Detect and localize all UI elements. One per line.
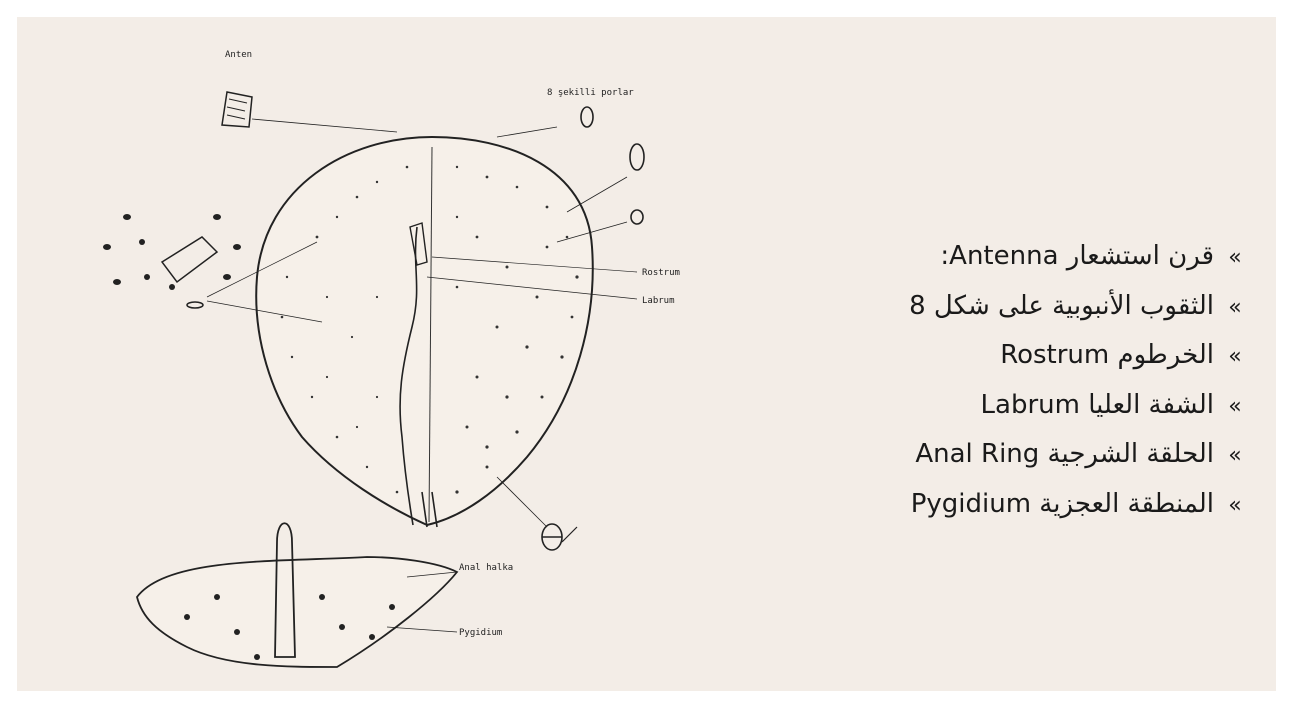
legend-item-text: الشفة العليا Labrum: [981, 390, 1214, 420]
legend-item-text: المنطقة العجزية Pygidium: [911, 489, 1214, 519]
scale-insect-drawing: Anten 8 şekilli porlar Rostrum Labrum: [77, 37, 757, 697]
scale-insect-diagram: Anten 8 şekilli porlar Rostrum Labrum: [77, 37, 757, 697]
legend-item: »الحلقة الشرجية Anal Ring: [696, 430, 1256, 480]
bullet: »: [1214, 233, 1256, 283]
legend-item: »المنطقة العجزية Pygidium: [696, 480, 1256, 530]
legend-item: »قرن استشعار Antenna:: [696, 232, 1256, 282]
legend-item-text: قرن استشعار Antenna:: [940, 241, 1214, 271]
legend-list: »قرن استشعار Antenna: »الثقوب الأنبوبية …: [696, 232, 1256, 529]
slide: Anten 8 şekilli porlar Rostrum Labrum: [17, 17, 1276, 691]
bullet: »: [1214, 481, 1256, 531]
legend-item: »الشفة العليا Labrum: [696, 381, 1256, 431]
label-anten: Anten: [225, 50, 252, 60]
legend-item-text: الثقوب الأنبوبية على شكل 8: [909, 291, 1214, 321]
label-pores: 8 şekilli porlar: [547, 88, 634, 98]
antenna-detail: [222, 92, 397, 132]
label-pygidium: Pygidium: [459, 628, 502, 638]
bullet: »: [1214, 382, 1256, 432]
bullet: »: [1214, 332, 1256, 382]
label-rostrum: Rostrum: [642, 268, 680, 278]
legend-item-text: الخرطوم Rostrum: [1000, 340, 1214, 370]
body-outline: [256, 137, 593, 525]
pygidium-detail: [137, 523, 457, 667]
bullet: »: [1214, 283, 1256, 333]
anal-pore-detail: [497, 477, 577, 550]
legend-item-text: الحلقة الشرجية Anal Ring: [915, 439, 1214, 469]
bullet: »: [1214, 431, 1256, 481]
label-labrum: Labrum: [642, 296, 675, 306]
legend-item: »الثقوب الأنبوبية على شكل 8: [696, 282, 1256, 332]
label-anal-halka: Anal halka: [459, 563, 513, 573]
legend-item: »الخرطوم Rostrum: [696, 331, 1256, 381]
